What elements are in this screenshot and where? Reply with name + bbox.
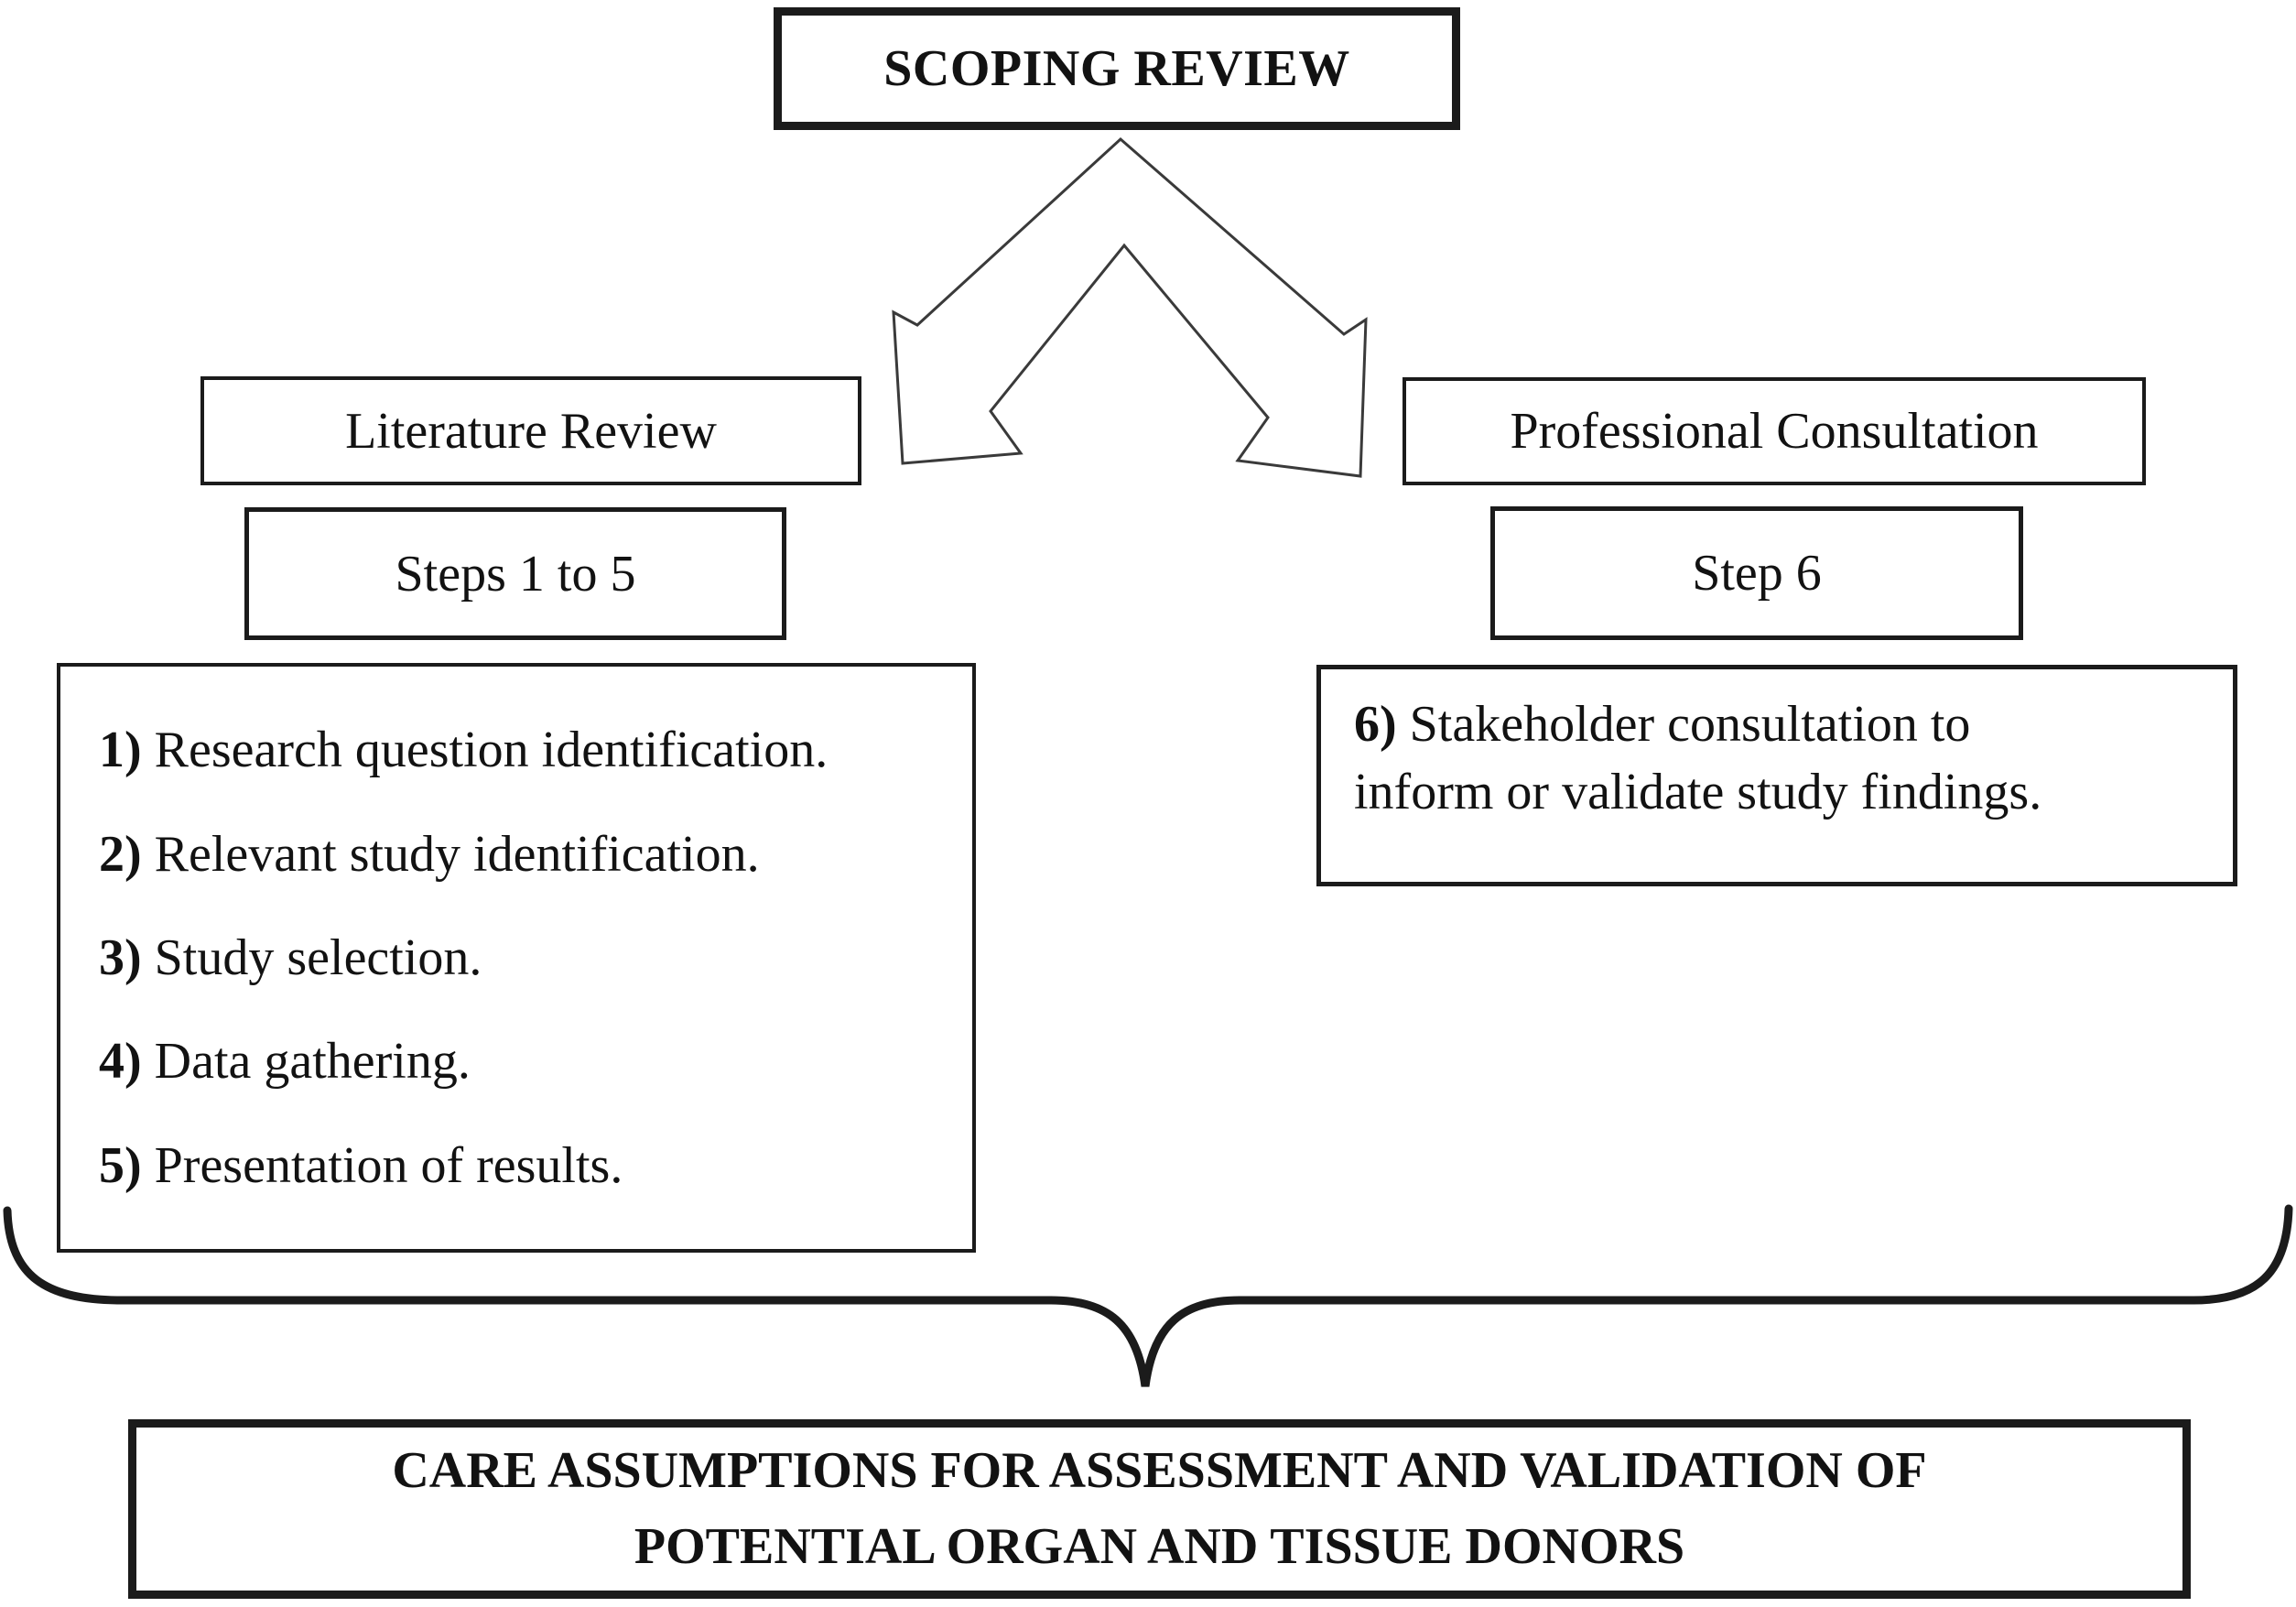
professional-consultation-label: Professional Consultation <box>1510 403 2039 460</box>
literature-review-box: Literature Review <box>200 376 861 485</box>
list-item: 2) Relevant study identification. <box>99 825 958 884</box>
scoping-review-box: SCOPING REVIEW <box>774 7 1460 130</box>
literature-review-label: Literature Review <box>345 402 717 460</box>
step-number: 4) <box>99 1033 142 1091</box>
steps-1-to-5-box: Steps 1 to 5 <box>244 507 786 640</box>
list-item: 5) Presentation of results. <box>99 1136 958 1195</box>
step-6-box: Step 6 <box>1490 506 2023 640</box>
scoping-review-label: SCOPING REVIEW <box>883 40 1350 97</box>
step-text: Stakeholder consultation to <box>1396 696 1971 753</box>
curly-brace-icon <box>3 1204 2293 1387</box>
step-number: 3) <box>99 928 142 986</box>
step-text: Data gathering. <box>141 1033 471 1091</box>
steps-1-to-5-label: Steps 1 to 5 <box>395 545 636 603</box>
care-assumptions-line-1: CARE ASSUMPTIONS FOR ASSESSMENT AND VALI… <box>392 1442 1927 1500</box>
step-number: 5) <box>99 1136 142 1194</box>
list-item: 4) Data gathering. <box>99 1032 958 1091</box>
list-item: 3) Study selection. <box>99 928 958 987</box>
step-text: Research question identification. <box>141 722 829 779</box>
step-number: 2) <box>99 825 142 883</box>
step-6-label: Step 6 <box>1692 545 1822 602</box>
step-text: Study selection. <box>141 928 482 986</box>
step-number: 1) <box>99 722 142 779</box>
stakeholder-consultation-box: 6) Stakeholder consultation to inform or… <box>1316 665 2237 886</box>
step-text: Relevant study identification. <box>141 825 760 883</box>
care-assumptions-line-2: POTENTIAL ORGAN AND TISSUE DONORS <box>634 1518 1685 1575</box>
literature-review-steps-list: 1) Research question identification. 2) … <box>57 663 976 1253</box>
step-text: Presentation of results. <box>141 1136 623 1194</box>
stakeholder-line-2: inform or validate study findings. <box>1354 763 2042 820</box>
list-item: 1) Research question identification. <box>99 721 958 779</box>
professional-consultation-box: Professional Consultation <box>1403 377 2146 485</box>
stakeholder-line-1: 6) Stakeholder consultation to <box>1354 691 2207 759</box>
care-assumptions-box: CARE ASSUMPTIONS FOR ASSESSMENT AND VALI… <box>128 1419 2191 1599</box>
step-number: 6) <box>1354 696 1397 753</box>
split-arrow-icon <box>892 136 1368 478</box>
